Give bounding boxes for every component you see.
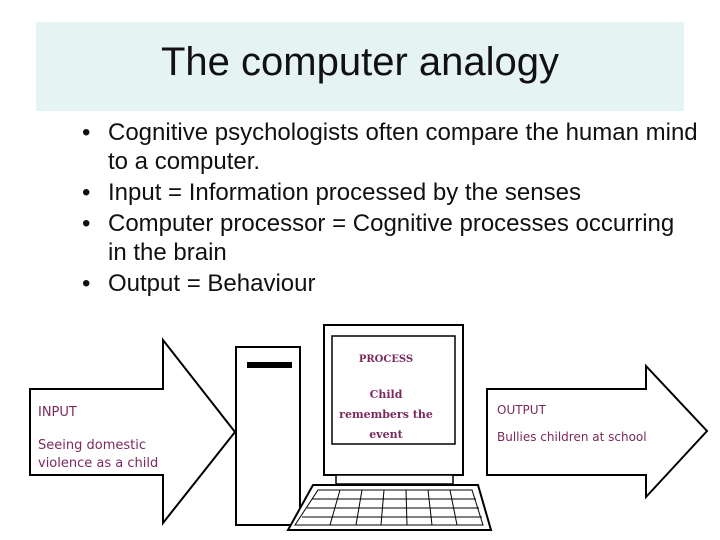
bullet-dot-icon: • <box>82 210 91 237</box>
process-label: PROCESS <box>358 354 414 365</box>
output-description: Bullies children at school <box>497 430 647 444</box>
title-band: The computer analogy <box>36 22 684 111</box>
bullet-dot-icon: • <box>82 179 91 206</box>
monitor-screen <box>331 335 456 445</box>
monitor-stand <box>335 474 454 485</box>
bullet-text: Computer processor = Cognitive processes… <box>108 210 675 266</box>
keyboard-icon <box>286 484 493 531</box>
computer-tower-icon <box>235 346 301 526</box>
bullet-list: • Cognitive psychologists often compare t… <box>78 118 698 300</box>
slide-title: The computer analogy <box>160 40 559 84</box>
output-label: OUTPUT <box>497 403 546 417</box>
bullet-item: • Cognitive psychologists often compare t… <box>78 118 698 176</box>
process-description: Child remembers the event <box>339 388 433 441</box>
bullet-item: • Computer processor = Cognitive processe… <box>78 209 698 267</box>
input-description: Seeing domestic violence as a child <box>38 438 159 471</box>
input-arrow <box>29 337 237 526</box>
input-label: INPUT <box>38 405 77 420</box>
bullet-dot-icon: • <box>82 270 91 297</box>
bullet-item: • Output = Behaviour <box>78 269 698 298</box>
bullet-item: • Input = Information processed by the se… <box>78 178 698 207</box>
output-arrow <box>486 363 709 500</box>
bullet-text: Cognitive psychologists often compare th… <box>108 119 698 175</box>
disk-drive-icon <box>247 362 292 368</box>
bullet-text: Input = Information processed by the sen… <box>108 179 581 206</box>
bullet-dot-icon: • <box>82 119 91 146</box>
bullet-text: Output = Behaviour <box>108 270 316 297</box>
